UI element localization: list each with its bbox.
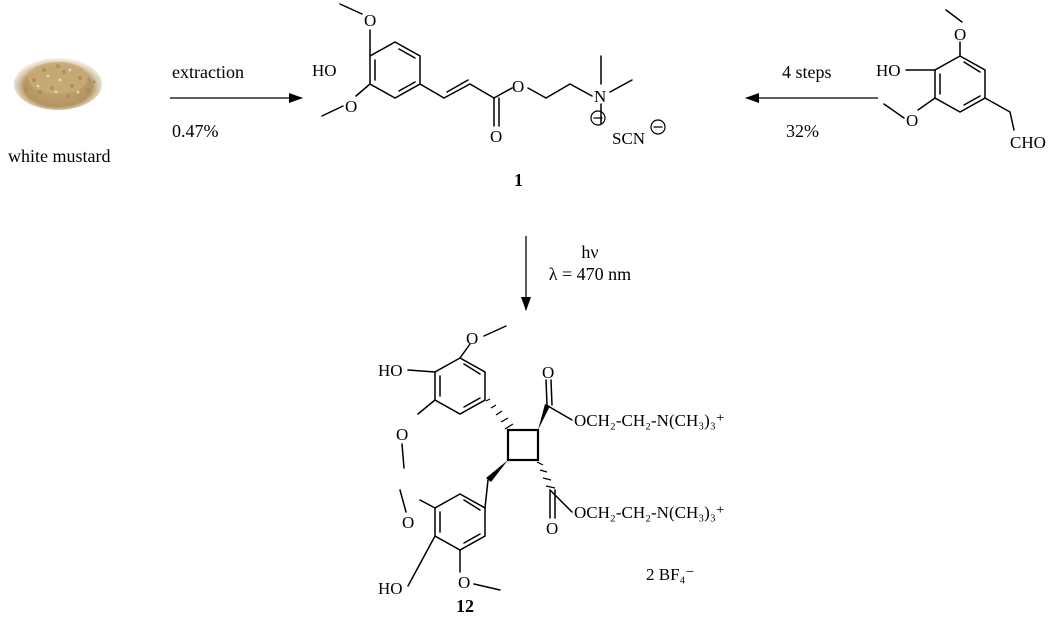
compound-12-structure: O HO O O OCH₂-CH₂-N(CH₃)₃⁺ [378, 325, 725, 598]
white-mustard-seed-pile-image [14, 58, 102, 110]
compound-12-hashed-bond-1 [485, 398, 514, 430]
syringaldehyde-cho: CHO [1010, 133, 1046, 152]
compound-1-negative-charge-icon [650, 119, 666, 135]
compound-12-methoxy-o-2: O [396, 425, 408, 444]
compound-1-nitrogen: N [594, 87, 606, 106]
photochemical-reagent-hv: hν [581, 242, 598, 262]
compound-1-number: 1 [514, 170, 523, 190]
syringaldehyde-hydroxy: HO [876, 61, 901, 80]
compound-1-carbonyl-o: O [490, 127, 502, 146]
syringaldehyde-methoxy-o-top: O [954, 25, 966, 44]
extraction-yield: 0.47% [172, 121, 219, 141]
white-mustard-label: white mustard [8, 146, 110, 166]
compound-12-hydroxy-top: HO [378, 361, 403, 380]
compound-1-methoxy-o-bottom: O [345, 97, 357, 116]
compound-1-methoxy-o-top: O [364, 11, 376, 30]
compound-12-carbonyl-o-2: O [546, 519, 558, 538]
four-steps-label: 4 steps [782, 62, 832, 82]
compound-1-positive-charge-icon [590, 110, 606, 126]
compound-12-hashed-bond-2 [536, 461, 556, 489]
compound-1-hydroxy: HO [312, 61, 337, 80]
compound-12-number: 12 [456, 596, 474, 616]
extraction-label: extraction [172, 62, 244, 82]
compound-1-structure: O HO O O O N [312, 3, 666, 148]
compound-12-carbonyl-o-1: O [542, 363, 554, 382]
syringaldehyde-structure: O HO O CHO [876, 9, 1046, 152]
four-steps-yield: 32% [786, 121, 819, 141]
compound-12-methoxy-o-4: O [458, 573, 470, 592]
compound-12-counterion: 2 BF₄⁻ [646, 565, 694, 584]
compound-1-counterion: SCN [612, 129, 645, 148]
compound-12-ester-1: OCH₂-CH₂-N(CH₃)₃⁺ [574, 411, 725, 430]
compound-12-hydroxy-bottom: HO [378, 579, 403, 598]
photochemical-wavelength: λ = 470 nm [549, 264, 631, 284]
compound-12-methoxy-o-1: O [466, 329, 478, 348]
syringaldehyde-methoxy-o-bottom: O [906, 111, 918, 130]
compound-1-ester-o: O [512, 77, 524, 96]
compound-12-methoxy-o-3: O [402, 513, 414, 532]
compound-12-ester-2: OCH₂-CH₂-N(CH₃)₃⁺ [574, 503, 725, 522]
